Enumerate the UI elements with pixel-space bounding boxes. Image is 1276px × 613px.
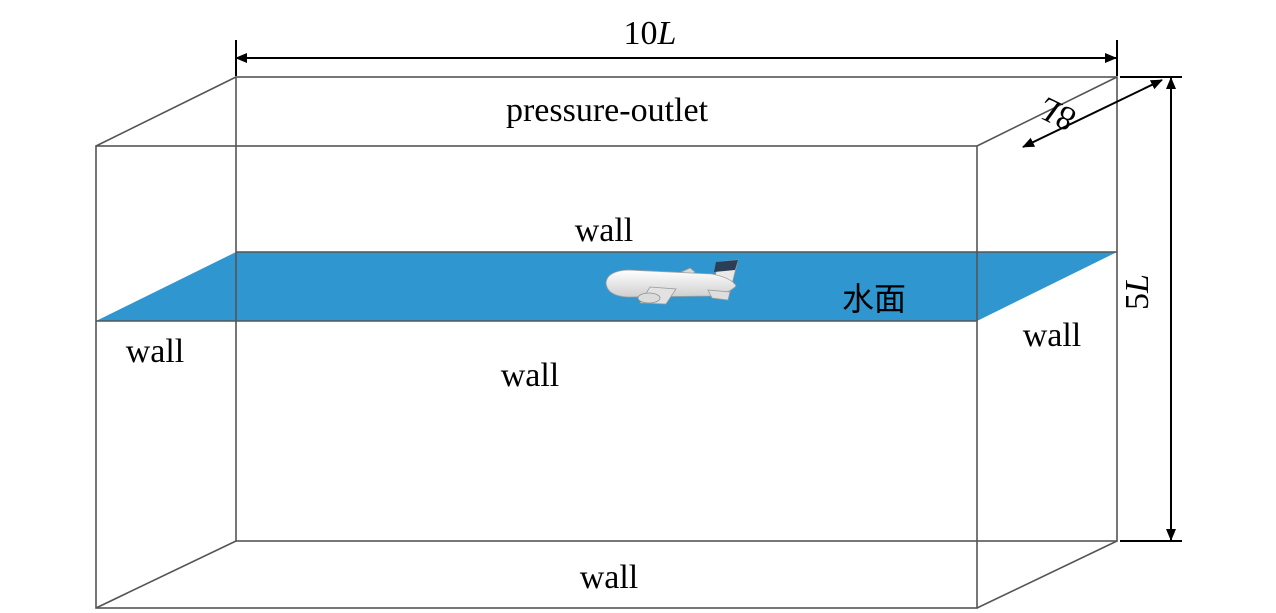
front-face-outline — [95, 145, 978, 609]
back-lower-boundary-label: wall — [501, 357, 560, 394]
height-dimension-label: 5L — [1119, 274, 1156, 310]
back-upper-boundary-label: wall — [575, 212, 634, 249]
depth-dimension-arrow — [1022, 79, 1163, 148]
depth-dimension-label: 8L — [1033, 89, 1082, 138]
depth-edges — [95, 76, 1118, 609]
length-dimension-label: 10L — [624, 15, 677, 52]
back-face-outline — [235, 76, 1118, 542]
bottom-boundary-label: wall — [580, 559, 639, 596]
water-surface-edges — [96, 251, 1117, 322]
airplane-icon — [605, 259, 739, 305]
right-boundary-label: wall — [1023, 317, 1082, 354]
top-boundary-label: pressure-outlet — [506, 92, 709, 129]
left-boundary-label: wall — [126, 333, 185, 370]
water-surface-label: 水面 — [842, 280, 906, 318]
